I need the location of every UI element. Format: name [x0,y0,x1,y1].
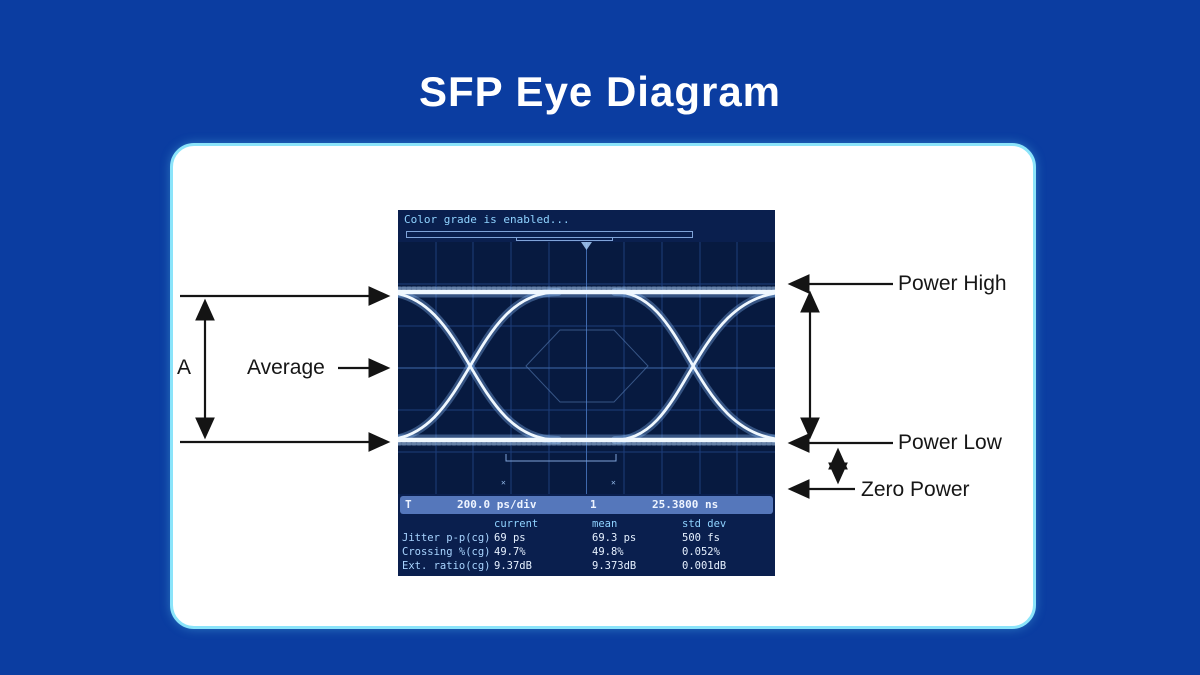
power-low-label: Power Low [898,431,1002,454]
marker-x-right: ✕ [611,478,616,487]
average-label: Average [247,356,325,379]
jitter-mean: 69.3 ps [592,532,637,544]
page-title: SFP Eye Diagram [418,68,782,115]
jitter-current: 69 ps [494,532,526,544]
scope-status-text: Color grade is enabled... [404,213,570,226]
measurement-bracket-small [516,237,613,241]
marker-x-left: ✕ [501,478,506,487]
col-header-current: current [494,518,539,530]
scope-marker-row [398,228,775,242]
eye-traces [398,286,775,446]
crossing-current: 49.7% [494,546,526,558]
graticule-center-lines [398,242,775,494]
scope-timebase-bar: T 200.0 ps/div 1 25.3800 ns [400,496,773,514]
channel-number: 1 [590,498,597,511]
mask-hexagon [525,329,649,403]
crossing-mean: 49.8% [592,546,624,558]
measure-bracket-bottom [505,454,617,462]
ext-ratio-stddev: 0.001dB [682,560,727,572]
row-label-ext-ratio: Ext. ratio(cg) [402,560,491,572]
power-high-label: Power High [898,272,1007,295]
col-header-mean: mean [592,518,618,530]
ext-ratio-mean: 9.373dB [592,560,637,572]
a-label: A [177,356,192,379]
eye-diagram-screen: ✕ ✕ [398,242,775,494]
row-label-crossing: Crossing %(cg) [402,546,491,558]
zero-power-label: Zero Power [861,478,970,501]
measurement-table: current mean std dev Jitter p-p(cg) 69 p… [398,516,775,576]
row-label-jitter: Jitter p-p(cg) [402,532,491,544]
trigger-marker: T [405,498,412,511]
trigger-position-marker [581,242,592,250]
jitter-stddev: 500 fs [682,532,720,544]
timebase-position: 25.3800 ns [652,498,719,511]
measurement-bracket [406,231,693,238]
timebase-scale: 200.0 ps/div [457,498,537,511]
oscilloscope-screenshot: Color grade is enabled... [398,210,775,576]
crossing-stddev: 0.052% [682,546,720,558]
ext-ratio-current: 9.37dB [494,560,532,572]
col-header-stddev: std dev [682,518,727,530]
